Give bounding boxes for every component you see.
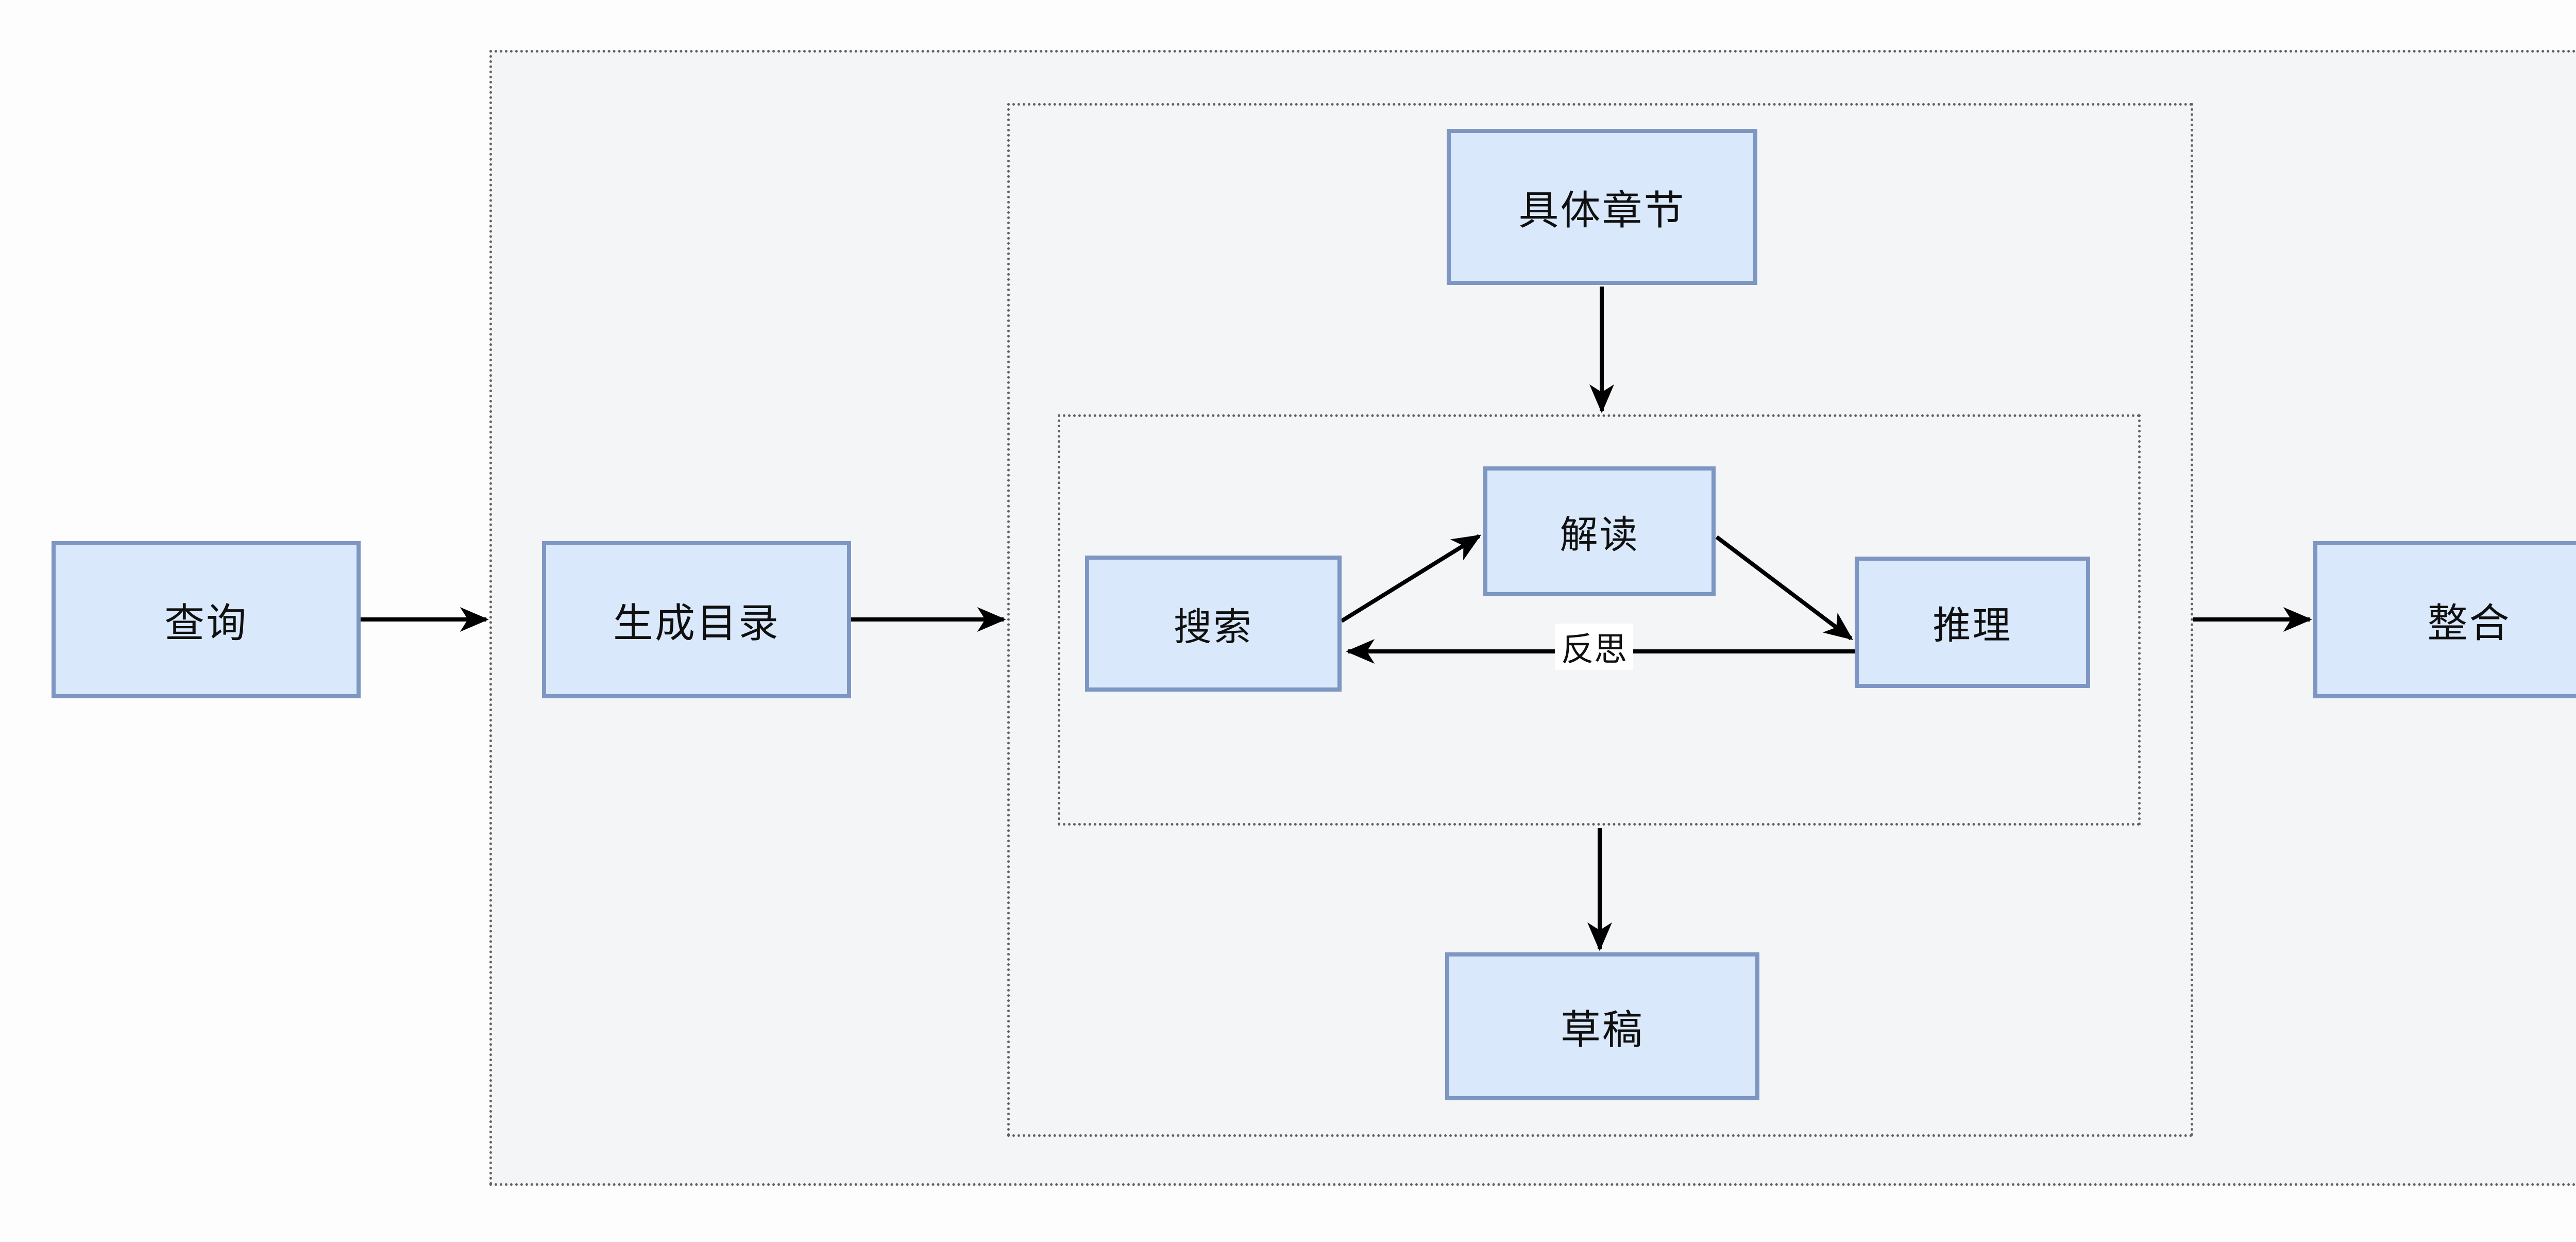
- node-interpret: 解读: [1483, 466, 1716, 596]
- node-search: 搜索: [1085, 556, 1342, 692]
- search-reason-loop-group: [1058, 414, 2141, 826]
- node-draft: 草稿: [1445, 952, 1759, 1100]
- chapter-process-group: [1007, 103, 2193, 1137]
- edge-label-reflect: 反思: [1555, 624, 1633, 670]
- node-generate-toc: 生成目录: [542, 541, 851, 698]
- node-integrate: 整合: [2313, 541, 2576, 698]
- node-reason: 推理: [1855, 557, 2090, 688]
- node-query: 查询: [52, 541, 361, 698]
- node-specific-chapter: 具体章节: [1447, 129, 1757, 285]
